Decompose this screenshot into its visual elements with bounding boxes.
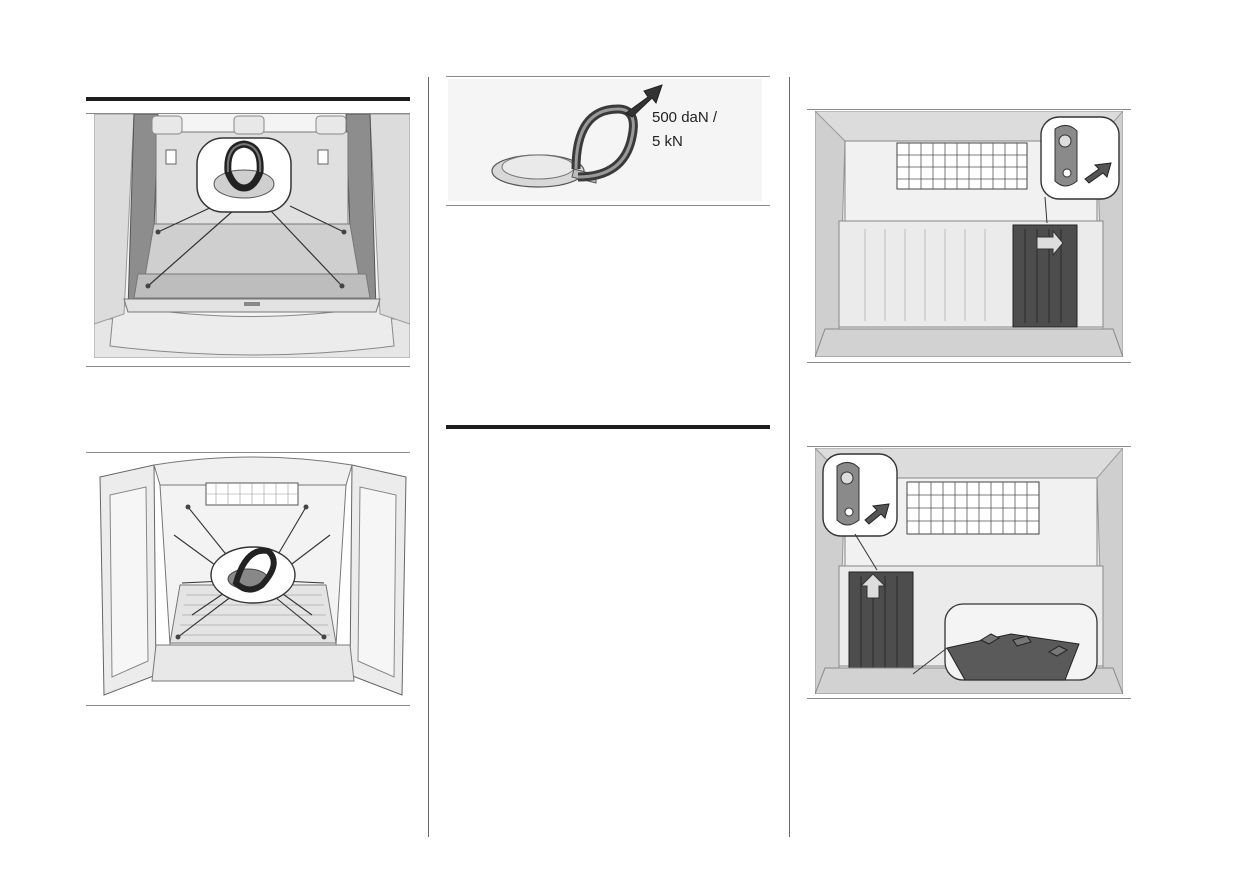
load-rating-label-line1: 500 daN / (652, 109, 718, 126)
figure-frame-top (86, 452, 410, 453)
section-rule (86, 97, 410, 101)
figure-frame-bottom (446, 205, 770, 206)
cargo-area-lashing-eyes-figure (94, 114, 410, 358)
figure-frame-bottom (86, 705, 410, 706)
figure-frame-bottom (86, 366, 410, 367)
figure-frame-top (446, 76, 770, 77)
lashing-eye-figure (448, 79, 762, 201)
column-divider-right (789, 77, 790, 837)
figure-frame-top (86, 113, 410, 114)
figure-frame-bottom (807, 698, 1131, 699)
column-divider-left (428, 77, 429, 837)
load-rating-label-line2: 5 kN (652, 133, 683, 150)
figure-frame-top (807, 109, 1131, 110)
partition-flap-unlock-figure (815, 111, 1123, 357)
partition-flap-lock-figure (815, 448, 1123, 694)
figure-frame-bottom (807, 362, 1131, 363)
figure-frame-top (807, 446, 1131, 447)
van-load-floor-figure (96, 455, 410, 699)
section-rule (446, 425, 770, 429)
